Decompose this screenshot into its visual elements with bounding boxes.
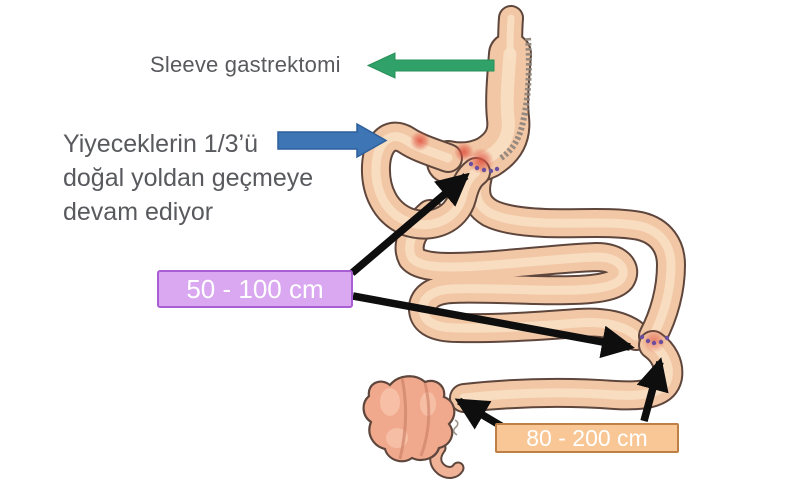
haustra-line xyxy=(398,377,407,460)
cecum-highlight xyxy=(380,388,400,416)
ileocecal-fold-detail xyxy=(452,419,459,436)
suture-stitches xyxy=(639,334,670,346)
common-limb xyxy=(464,345,668,398)
limb-length-badge-50-100: 50 - 100 cm xyxy=(157,270,353,308)
inflammation-spot xyxy=(468,148,494,174)
stomach-sleeve xyxy=(448,18,529,163)
description-line: devam ediyor xyxy=(63,198,214,226)
haustra-line xyxy=(419,382,431,457)
cecum xyxy=(362,375,456,463)
description-line: doğal yoldan geçmeye xyxy=(63,164,314,192)
staple-line xyxy=(499,37,532,161)
ileal-anastomosis xyxy=(639,329,670,353)
pointer-arrow-common-limb xyxy=(636,357,669,422)
pointer-arrow-duodenal-anastomosis xyxy=(349,172,470,276)
limb-length-badge-80-200: 80 - 200 cm xyxy=(495,423,679,453)
pointer-arrow-ileal-anastomosis xyxy=(352,292,635,359)
limb-length-value: 80 - 200 cm xyxy=(526,424,648,451)
sleeve-arrow-icon xyxy=(366,52,495,79)
duodeno-ileal-anastomosis xyxy=(410,131,500,174)
natural-path-description: Yiyeceklerin 1/3’ü doğal yoldan geçmeye … xyxy=(63,127,313,229)
inflammation-spot xyxy=(410,131,430,151)
sleeve-gastrectomy-label: Sleeve gastrektomi xyxy=(150,52,341,77)
cecum-appendix xyxy=(362,375,459,472)
suture-stitches xyxy=(468,161,500,174)
appendix xyxy=(436,448,458,472)
limb-length-value: 50 - 100 cm xyxy=(186,273,324,304)
natural-path-arrow-icon xyxy=(277,122,388,159)
description-line: Yiyeceklerin 1/3’ü xyxy=(63,130,259,158)
